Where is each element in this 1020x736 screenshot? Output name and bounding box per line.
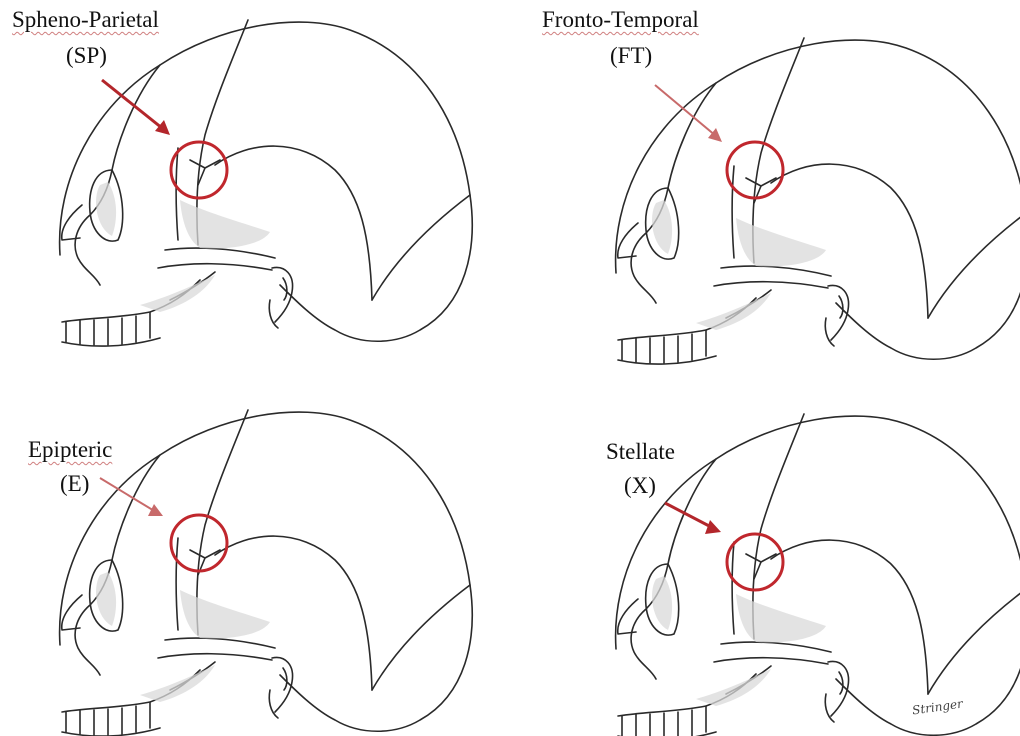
pointer-arrow — [100, 478, 156, 512]
abbr-epipteric: (E) — [60, 472, 89, 495]
panel-fronto-temporal — [616, 38, 1020, 364]
label-fronto-temporal: Fronto-Temporal — [542, 8, 699, 31]
abbr-stellate: (X) — [624, 474, 656, 497]
label-epipteric: Epipteric — [28, 438, 112, 461]
label-stellate: Stellate — [606, 440, 675, 463]
panel-stellate — [616, 414, 1020, 736]
abbr-spheno-parietal: (SP) — [66, 44, 107, 67]
label-spheno-parietal: Spheno-Parietal — [12, 8, 159, 31]
pointer-arrow — [102, 80, 162, 128]
abbr-fronto-temporal: (FT) — [610, 44, 652, 67]
pointer-arrow — [665, 503, 713, 528]
panel-spheno-parietal — [60, 20, 473, 346]
panel-epipteric — [60, 410, 473, 736]
